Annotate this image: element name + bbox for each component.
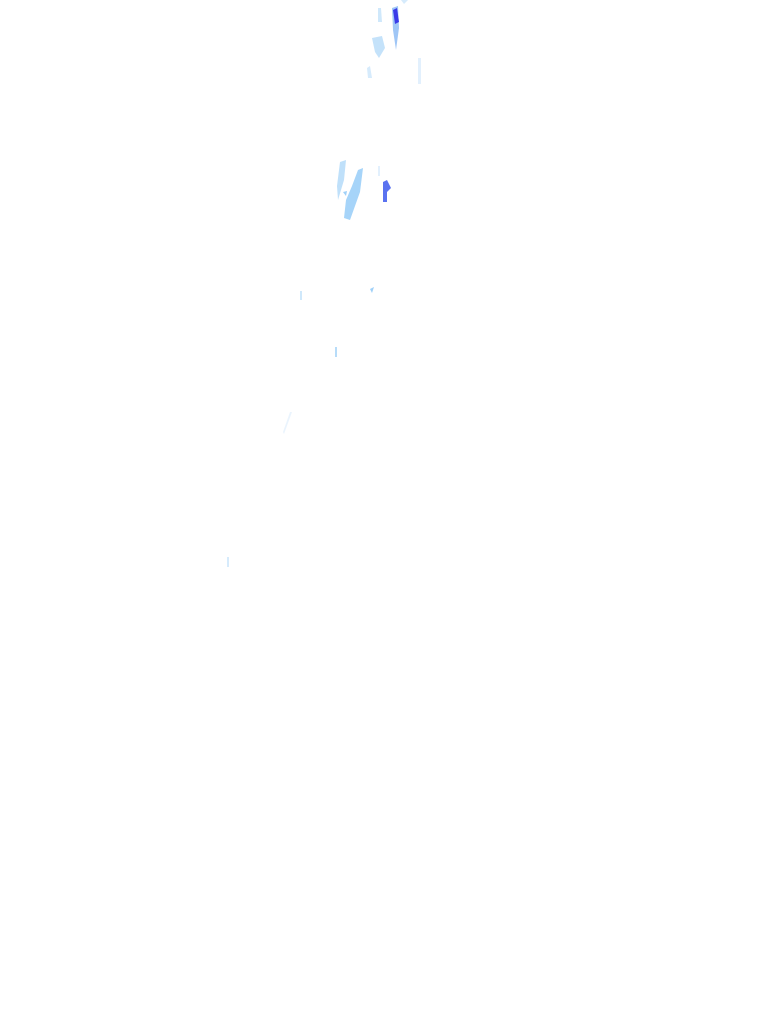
precip-cell-middle (337, 160, 391, 220)
precip-light (367, 66, 372, 78)
precip-heavy (383, 180, 391, 202)
precip-light (227, 557, 229, 567)
precip-light (418, 58, 421, 84)
precip-light (337, 160, 346, 200)
precip-cell-north (367, 0, 421, 84)
precip-light (343, 191, 347, 196)
precip-medium (344, 168, 363, 220)
precip-light (335, 347, 337, 357)
precip-light (283, 412, 292, 434)
precip-light (378, 166, 380, 176)
precip-light (370, 287, 374, 293)
precip-intense (393, 8, 399, 24)
precip-light (378, 8, 382, 22)
precip-light (372, 36, 385, 58)
precip-light (401, 0, 408, 4)
precip-light (300, 291, 302, 300)
precip-cell-scattered (227, 287, 374, 567)
